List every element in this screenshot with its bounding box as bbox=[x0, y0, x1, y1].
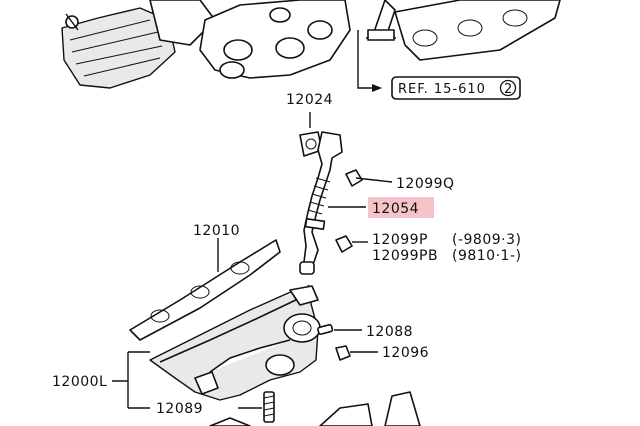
reference-circle-number: 2 bbox=[504, 82, 513, 97]
exhaust-manifold-12000l-drawing bbox=[149, 285, 321, 401]
bolt-12099q-drawing bbox=[345, 169, 393, 187]
stud-12088-drawing bbox=[317, 323, 362, 336]
reference-circle-icon bbox=[499, 79, 517, 97]
part-note-12099p: (-9809·3) bbox=[452, 232, 521, 248]
arrow-right-icon bbox=[372, 84, 382, 92]
upper-gasket-drawing bbox=[394, 0, 561, 61]
stud-12089-drawing bbox=[238, 391, 275, 423]
nut-12096-drawing bbox=[335, 345, 378, 361]
catalytic-converter-drawing bbox=[61, 0, 216, 89]
part-number-12099q[interactable]: 12099Q bbox=[396, 176, 455, 192]
part-number-12089[interactable]: 12089 bbox=[156, 401, 203, 417]
part-note-12099pb: (9810·1-) bbox=[452, 248, 521, 264]
part-number-12088[interactable]: 12088 bbox=[366, 324, 413, 340]
egr-pipe-12054-drawing bbox=[299, 131, 343, 297]
reference-callout[interactable]: REF. 15-610 2 bbox=[357, 30, 521, 100]
part-number-12000l[interactable]: 12000L bbox=[52, 374, 107, 390]
bolt-12099p-drawing bbox=[335, 235, 368, 253]
part-highlight bbox=[368, 197, 434, 218]
gasket-12024-drawing bbox=[299, 112, 323, 157]
reference-text: REF. 15-610 bbox=[398, 82, 486, 97]
part-number-12010[interactable]: 12010 bbox=[193, 223, 240, 239]
part-number-12099p[interactable]: 12099P bbox=[372, 232, 428, 248]
gasket-12010-drawing bbox=[129, 238, 281, 341]
part-number-12099pb[interactable]: 12099PB bbox=[372, 248, 438, 264]
part-number-12024[interactable]: 12024 bbox=[286, 92, 333, 108]
bottom-partial-parts-drawing bbox=[209, 391, 421, 426]
upper-manifold-drawing bbox=[199, 0, 396, 79]
part-number-12054[interactable]: 12054 bbox=[372, 201, 419, 217]
part-number-12096[interactable]: 12096 bbox=[382, 345, 429, 361]
